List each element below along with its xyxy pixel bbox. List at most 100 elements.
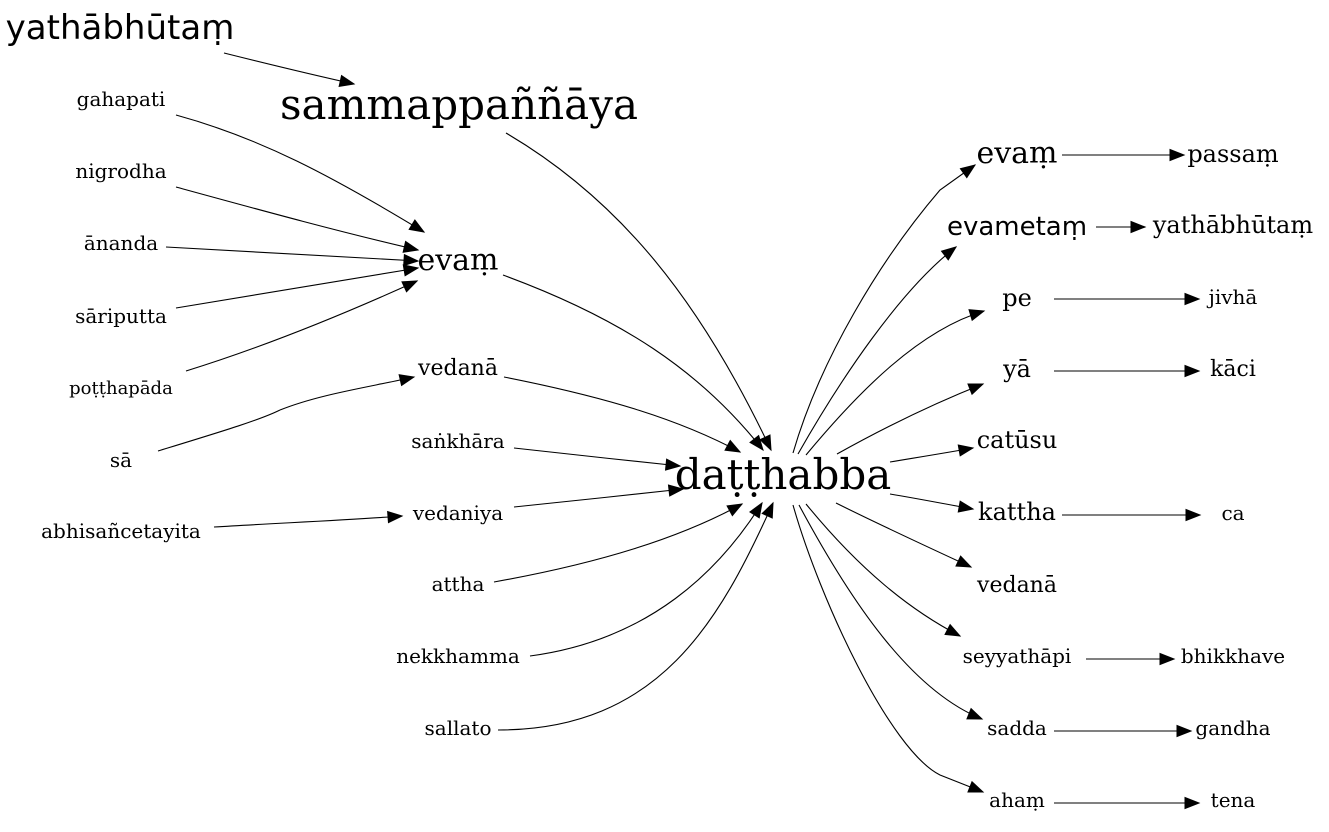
node-ya: yā	[1002, 355, 1031, 383]
node-potthapada: poṭṭhapāda	[69, 378, 173, 399]
edge-line	[157, 409, 281, 452]
edge-datthabba-to-sadda	[798, 504, 984, 720]
arrowhead-icon	[944, 623, 962, 637]
arrowhead-icon	[959, 164, 977, 179]
arrowhead-icon	[1176, 724, 1193, 738]
edge-evam_left-to-datthabba	[502, 274, 764, 452]
node-sariputta: sāriputta	[75, 304, 167, 328]
edge-nekkhamma-to-datthabba	[529, 501, 763, 657]
arrowhead-icon	[338, 74, 356, 87]
arrowhead-icon	[1185, 508, 1202, 522]
arrowhead-icon	[967, 780, 985, 793]
edge-sankhara-to-datthabba	[513, 447, 682, 471]
node-yathabhutam-right: yathābhūtaṃ	[1152, 211, 1314, 239]
edge-nigrodha-to-evam_left	[175, 186, 420, 253]
node-bhikkhave: bhikkhave	[1181, 644, 1285, 668]
edge-line	[503, 376, 741, 453]
edge-line	[798, 504, 983, 720]
node-aham: ahaṃ	[989, 788, 1045, 812]
node-tena: tena	[1211, 788, 1256, 812]
node-vedana-right: vedanā	[976, 573, 1057, 598]
edge-datthabba-to-pe	[805, 309, 986, 456]
node-pe: pe	[1002, 284, 1032, 312]
arrowhead-icon	[761, 501, 774, 519]
arrowhead-icon	[968, 309, 986, 322]
edge-line	[213, 515, 403, 528]
node-jivha: jivhā	[1207, 285, 1258, 309]
node-gahapati: gahapati	[77, 87, 166, 111]
node-sankhara: saṅkhāra	[411, 429, 505, 453]
edge-aham-to-tena	[1054, 796, 1201, 810]
arrowhead-icon	[957, 444, 975, 457]
edge-line	[505, 132, 772, 451]
edge-sadda-to-gandha	[1053, 724, 1193, 738]
arrowhead-icon	[1169, 148, 1186, 162]
edge-line	[502, 274, 764, 451]
edge-gahapati-to-evam_left	[175, 114, 426, 233]
edge-line	[797, 246, 957, 455]
node-nigrodha: nigrodha	[75, 159, 166, 183]
node-vedaniya: vedaniya	[412, 501, 503, 525]
edges-layer	[157, 52, 1202, 810]
node-attha: attha	[432, 572, 485, 596]
arrowhead-icon	[967, 383, 985, 396]
edge-line	[792, 164, 976, 454]
arrowhead-icon	[1184, 364, 1201, 378]
edge-sammappannaya-to-datthabba	[505, 132, 772, 452]
edge-datthabba-to-catusu	[889, 444, 975, 463]
edge-sa-to-vedana_left	[157, 374, 416, 452]
arrowhead-icon	[1130, 220, 1147, 234]
edge-datthabba-to-aham	[792, 504, 985, 793]
nodes-layer: yathābhūtaṃ sammappaññāya gahapati nigrodha…	[6, 8, 1314, 812]
node-sa: sā	[110, 448, 132, 472]
edge-datthabba-to-ya	[836, 383, 985, 455]
node-evametam: evametaṃ	[947, 212, 1087, 242]
edge-line	[165, 246, 419, 262]
arrowhead-icon	[402, 240, 420, 253]
edge-line	[835, 502, 972, 568]
arrowhead-icon	[401, 280, 419, 293]
edge-sariputta-to-evam_left	[175, 264, 420, 309]
node-ca: ca	[1221, 501, 1244, 525]
arrowhead-icon	[1184, 796, 1201, 810]
node-sammappannaya: sammappaññāya	[280, 80, 638, 129]
edge-potthapada-to-evam_left	[185, 280, 419, 372]
edge-vedaniya-to-datthabba	[513, 484, 685, 508]
arrowhead-icon	[940, 246, 958, 261]
arrowhead-icon	[403, 253, 420, 267]
edge-ya-to-kaci	[1053, 364, 1201, 378]
node-gandha: gandha	[1195, 716, 1270, 740]
edge-line	[223, 52, 355, 85]
edge-line	[493, 503, 743, 583]
node-passam: passaṃ	[1187, 140, 1279, 168]
edge-pe-to-jivha	[1054, 292, 1201, 306]
edge-line	[836, 383, 984, 455]
node-catusu: catūsu	[977, 426, 1058, 454]
node-abhisancetayita: abhisañcetayita	[41, 519, 201, 543]
arrowhead-icon	[749, 501, 763, 519]
edge-line	[185, 280, 418, 372]
edge-kattha-to-ca	[1062, 508, 1202, 522]
arrowhead-icon	[1159, 652, 1176, 666]
node-evam-left: evaṃ	[417, 243, 498, 278]
edge-yathabhutam_top-to-sammappannaya	[223, 52, 356, 87]
edge-line	[175, 267, 419, 309]
edge-line	[279, 376, 415, 411]
arrowhead-icon	[387, 510, 404, 524]
edge-line	[175, 114, 425, 233]
arrowhead-icon	[402, 264, 420, 277]
edge-datthabba-to-kattha	[889, 493, 975, 513]
edge-line	[805, 310, 985, 456]
arrowhead-icon	[398, 374, 416, 387]
arrowhead-icon	[957, 500, 975, 513]
node-vedana-left: vedanā	[417, 356, 498, 381]
node-ananda: ānanda	[84, 231, 158, 255]
node-kattha: kattha	[978, 498, 1056, 526]
arrowhead-icon	[664, 458, 682, 471]
edge-abhisancetayita-to-vedaniya	[213, 510, 404, 528]
edge-evametam-to-yathabhutam_right	[1095, 220, 1147, 234]
edge-vedana_left-to-datthabba	[503, 376, 742, 453]
edge-line	[513, 488, 684, 508]
node-kaci: kāci	[1210, 357, 1256, 382]
